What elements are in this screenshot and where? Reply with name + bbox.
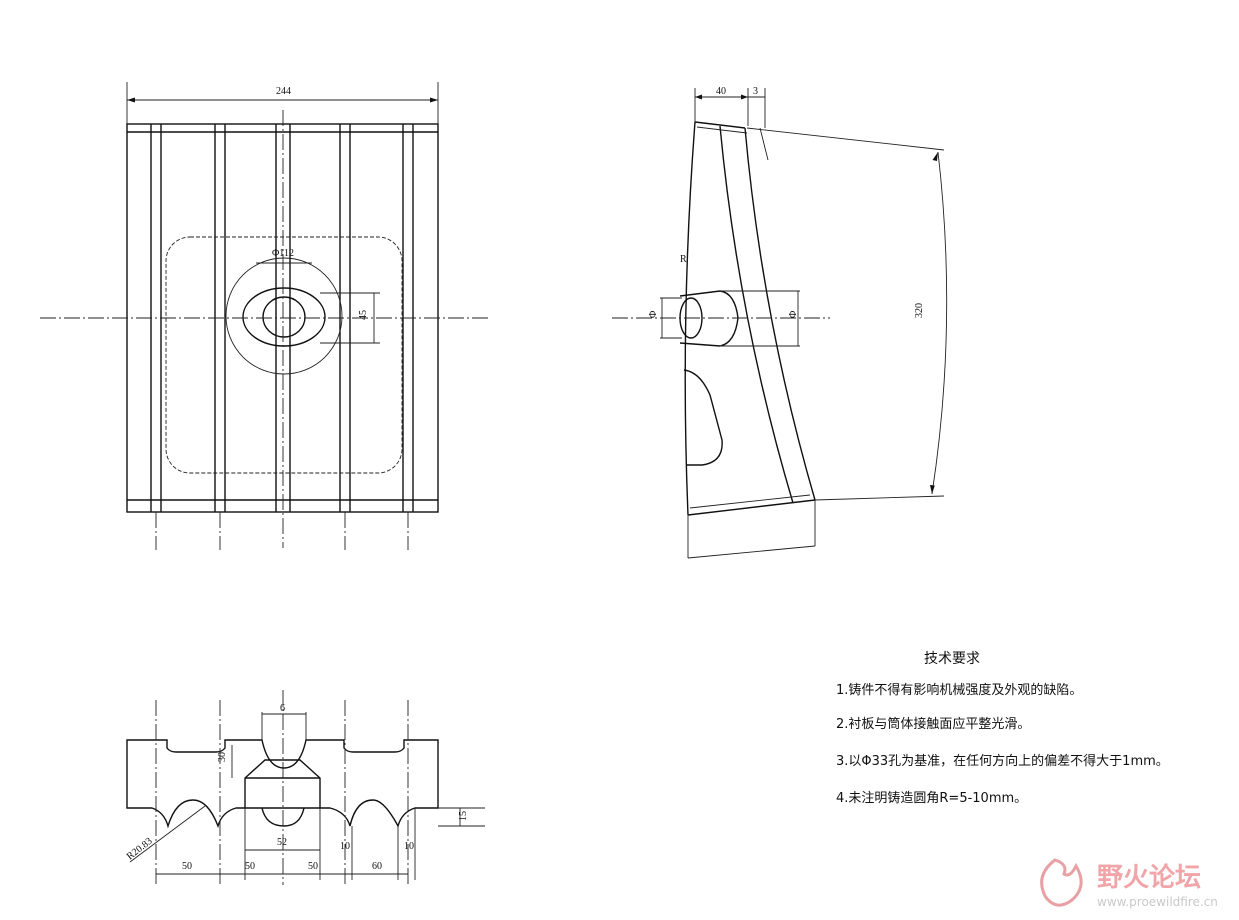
watermark-url: www.proewildfire.cn — [1097, 895, 1218, 909]
requirement-item-2: 2.衬板与筒体接触面应平整光滑。 — [836, 716, 1030, 732]
watermark: 野火论坛 www.proewildfire.cn — [1040, 858, 1218, 909]
front-view: 244 Φ112 45 — [40, 82, 488, 550]
dim-bottom-1: 50 — [182, 861, 192, 872]
dim-section-right-height: 15 — [458, 811, 469, 821]
dim-section-radius: R20.83 — [125, 836, 155, 863]
dim-section-slot: 6 — [280, 703, 285, 714]
dim-bottom-6: 60 — [372, 861, 382, 872]
dim-bottom-3: 52 — [277, 837, 287, 848]
dim-bottom-7: 10 — [404, 841, 414, 852]
technical-requirements: 技术要求 1.铸件不得有影响机械强度及外观的缺陷。 2.衬板与筒体接触面应平整光… — [836, 651, 1169, 806]
requirement-item-3: 3.以Φ33孔为基准，在任何方向上的偏差不得大于1mm。 — [836, 753, 1169, 769]
section-view: 6 30 15 R20.83 50 50 52 50 10 60 10 — [125, 690, 485, 885]
watermark-name: 野火论坛 — [1097, 863, 1201, 893]
requirement-item-1: 1.铸件不得有影响机械强度及外观的缺陷。 — [836, 682, 1082, 698]
dim-side-left-bore: Φ — [648, 311, 659, 318]
dim-width-label: 244 — [276, 86, 291, 97]
dim-bottom-5: 10 — [340, 841, 350, 852]
requirement-item-4: 4.未注明铸造圆角R=5-10mm。 — [836, 790, 1027, 806]
side-view: 40 3 Φ Φ R 320 — [612, 86, 948, 559]
dim-bottom-4: 50 — [308, 861, 318, 872]
dim-side-right-bore: Φ — [788, 311, 799, 318]
dim-side-top-small: 3 — [753, 86, 758, 97]
dim-hole-height: 45 — [358, 310, 369, 320]
dim-hole-diameter: Φ112 — [272, 248, 294, 259]
dim-bottom-2: 50 — [245, 861, 255, 872]
requirements-title: 技术要求 — [924, 651, 980, 667]
dim-side-top: 40 — [716, 86, 726, 97]
dim-side-radius: R — [680, 254, 687, 265]
flame-logo-icon — [1040, 858, 1083, 907]
dim-side-arc-height: 320 — [914, 303, 925, 318]
dim-section-inner: 30 — [217, 752, 228, 762]
